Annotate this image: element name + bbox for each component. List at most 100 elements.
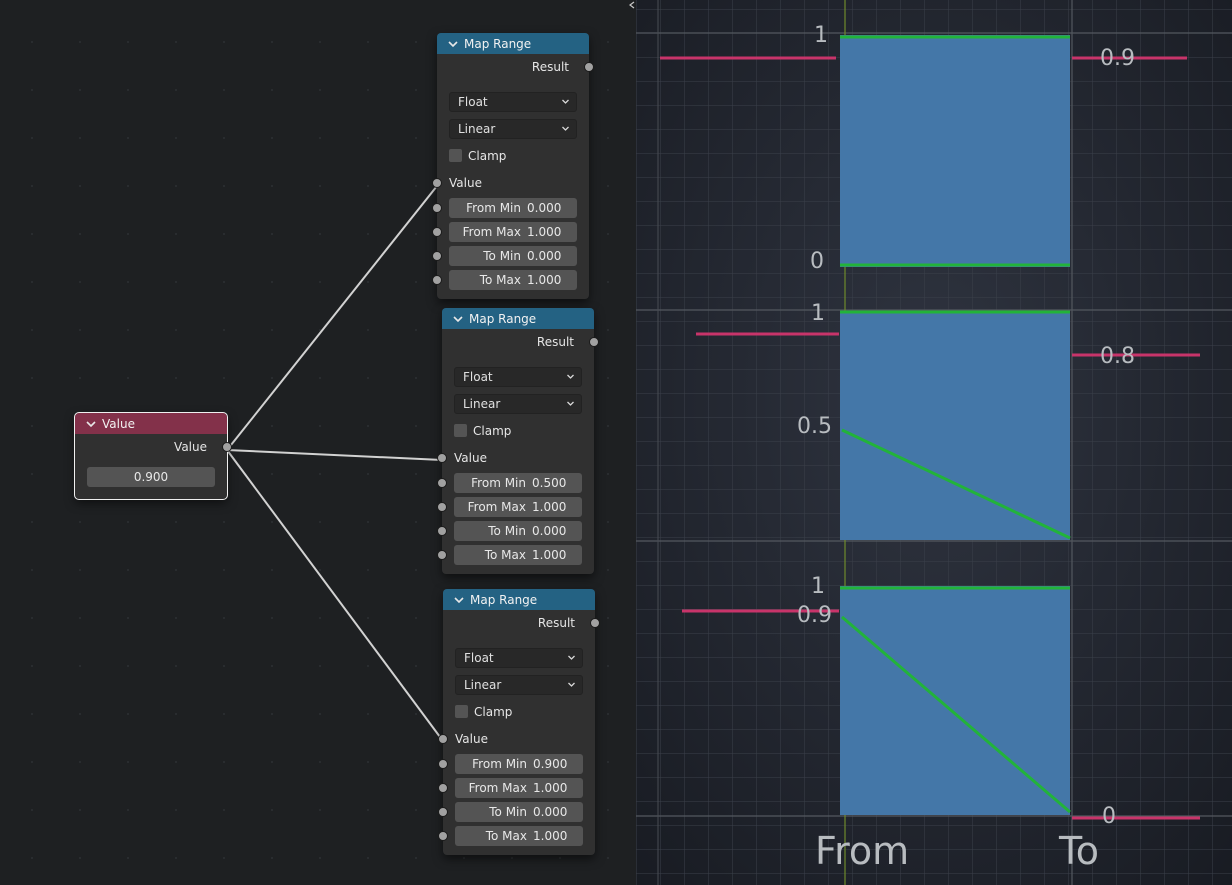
map-range-node-2-header[interactable]: Map Range [442,308,594,329]
value-input-socket[interactable] [437,453,447,463]
result-socket[interactable] [590,618,600,628]
field-label: From Min [471,476,526,490]
map-range-node-3-header[interactable]: Map Range [443,589,595,610]
field-value: 0.500 [532,476,567,490]
map-range-diagram: 1 0 0.9 1 0.5 0.8 1 0.9 0 From To [636,0,1232,885]
clamp-option[interactable]: Clamp [442,417,594,444]
to-min-socket[interactable] [438,807,448,817]
map-range-node-1[interactable]: Map Range Result Float Linear Clamp Valu… [432,33,594,299]
map-range-node-3[interactable]: Map Range Result Float Linear Clamp Valu… [438,589,600,855]
value-field[interactable]: 0.900 [87,467,215,487]
result-label: 0.8 [1100,344,1135,369]
result-label: Result [536,335,574,349]
to-axis-title: To [1058,829,1099,873]
chevron-down-icon[interactable] [452,313,464,325]
to-max-socket[interactable] [438,831,448,841]
from-max-socket[interactable] [438,783,448,793]
clamp-checkbox[interactable] [455,705,468,718]
from-max-socket[interactable] [432,227,442,237]
from-max-field[interactable]: From Max 1.000 [449,222,577,242]
node-title: Map Range [464,36,532,51]
data-type-dropdown[interactable]: Float [455,647,583,668]
value-node-header[interactable]: Value [75,413,227,434]
field-label: To Min [489,805,527,819]
data-type-value: Float [463,369,493,384]
field-label: To Min [483,249,521,263]
node-title: Map Range [469,311,537,326]
interpolation-dropdown[interactable]: Linear [449,118,577,139]
field-value: 0.000 [532,524,567,538]
field-label: To Max [484,548,526,562]
clamp-checkbox[interactable] [449,149,462,162]
input-value-label: 0.5 [797,414,832,439]
data-type-value: Float [458,94,488,109]
interpolation-dropdown[interactable]: Linear [455,674,583,695]
data-type-dropdown[interactable]: Float [449,91,577,112]
clamp-label: Clamp [468,148,507,163]
chevron-down-icon [568,682,575,687]
value-input-socket[interactable] [438,734,448,744]
data-type-dropdown[interactable]: Float [454,366,582,387]
clamp-checkbox[interactable] [454,424,467,437]
chevron-down-icon[interactable] [447,38,459,50]
map-range-node-1-header[interactable]: Map Range [437,33,589,54]
chevron-down-icon[interactable] [85,418,97,430]
value-node[interactable]: Value Value 0.900 [74,412,232,500]
field-label: From Min [466,201,521,215]
result-label: Result [537,616,575,630]
value-input-socket[interactable] [432,178,442,188]
diagram-panel-1: 1 0 0.9 [660,23,1187,274]
result-socket[interactable] [584,62,594,72]
data-type-value: Float [464,650,494,665]
link-value-to-map-range-1 [226,185,438,451]
value-output-label: Value [174,440,207,454]
field-label: From Max [462,225,521,239]
interpolation-value: Linear [458,121,496,136]
result-label: 0.9 [1100,46,1135,71]
field-value: 1.000 [527,225,562,239]
mapping-line-diagonal [841,615,1071,814]
from-min-socket[interactable] [432,203,442,213]
from-min-field[interactable]: From Min 0.000 [449,198,577,218]
to-min-socket[interactable] [432,251,442,261]
field-value: 1.000 [533,829,568,843]
clamp-option[interactable]: Clamp [437,142,589,169]
chevron-down-icon[interactable] [453,594,465,606]
to-max-socket[interactable] [437,550,447,560]
field-value: 0.000 [527,201,562,215]
from-min-socket[interactable] [437,478,447,488]
node-editor[interactable]: Map Range Result Float Linear Clamp Valu… [0,0,636,885]
to-min-socket[interactable] [437,526,447,536]
to-min-field[interactable]: To Min 0.000 [454,521,582,541]
from-min-socket[interactable] [438,759,448,769]
value-output-socket[interactable] [222,442,232,452]
map-range-node-2[interactable]: Map Range Result Float Linear Clamp Valu… [437,308,599,574]
result-label: Result [531,60,569,74]
diagram-panel-2: 1 0.5 0.8 [696,301,1200,540]
result-output: Result [437,54,594,80]
node-title: Map Range [470,592,538,607]
from-min-field[interactable]: From Min 0.500 [454,473,582,493]
result-socket[interactable] [589,337,599,347]
clamp-option[interactable]: Clamp [443,698,595,725]
chevron-down-icon [568,655,575,660]
from-max-socket[interactable] [437,502,447,512]
range-box [840,586,1070,815]
to-max-socket[interactable] [432,275,442,285]
range-box [840,311,1070,540]
field-label: To Min [488,524,526,538]
link-value-to-map-range-3 [226,449,444,742]
result-output: Result [443,610,600,636]
chevron-down-icon [562,126,569,131]
from-axis-title: From [815,829,909,873]
interpolation-dropdown[interactable]: Linear [454,393,582,414]
value-input-label: Value [454,450,487,465]
